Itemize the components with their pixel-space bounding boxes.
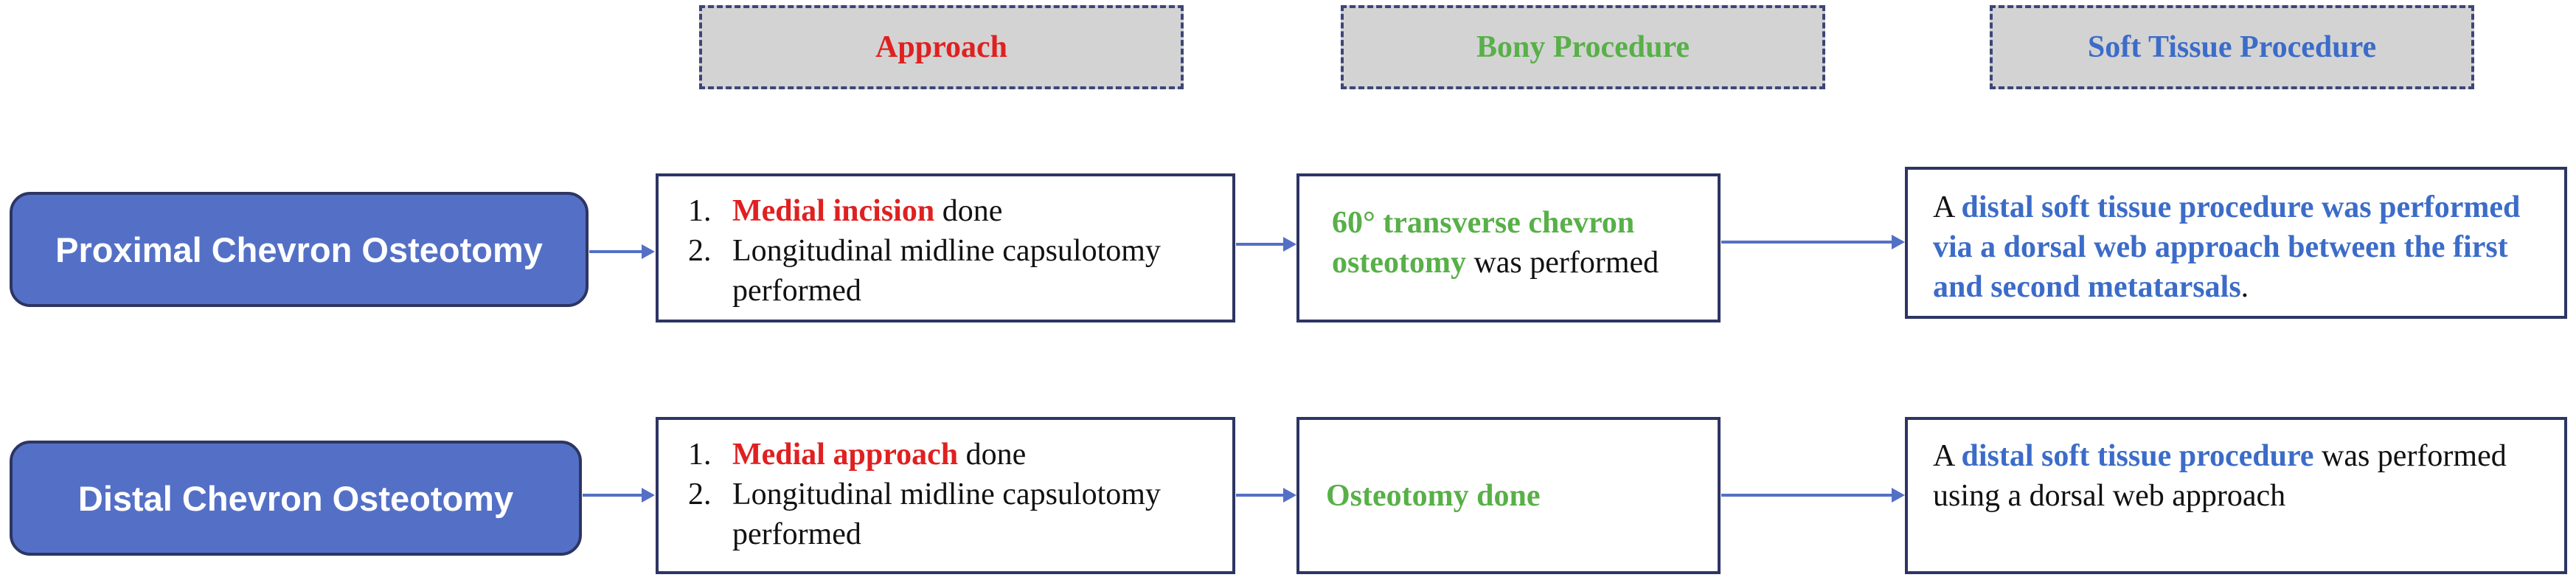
distal-soft-tissue-text: distal soft tissue procedure xyxy=(1961,439,2314,473)
distal-soft-tissue-text: distal soft tissue procedure was perform… xyxy=(1933,190,2521,304)
header-bony-label: Bony Procedure xyxy=(1476,30,1690,64)
header-approach-label: Approach xyxy=(875,30,1007,64)
soft-post-text: was performed using a dorsal web approac… xyxy=(1933,439,2507,513)
soft-pre-text: A xyxy=(1933,190,1962,224)
step-number: 1. xyxy=(688,438,712,472)
proximal-approach-box: 1. Medial incision done 2. Longitudinal … xyxy=(656,173,1235,322)
soft-pre-text: A xyxy=(1933,439,1962,473)
proximal-approach-steps: 1. Medial incision done 2. Longitudinal … xyxy=(688,191,1232,311)
distal-chevron-osteotomy-label: Distal Chevron Osteotomy xyxy=(77,478,514,518)
distal-soft-tissue-box: A distal soft tissue procedure was perfo… xyxy=(1905,417,2567,574)
medial-incision-text: Medial incision xyxy=(732,194,935,228)
distal-approach-step-1: 1. Medial approach done xyxy=(688,435,1232,475)
osteotomy-done-text: Osteotomy done xyxy=(1326,478,1541,513)
distal-approach-steps: 1. Medial approach done 2. Longitudinal … xyxy=(688,435,1232,554)
distal-bony-box: Osteotomy done xyxy=(1296,417,1721,574)
step-number: 2. xyxy=(688,477,712,511)
distal-approach-box: 1. Medial approach done 2. Longitudinal … xyxy=(656,417,1235,574)
proximal-chevron-osteotomy-node: Proximal Chevron Osteotomy xyxy=(10,192,589,307)
medial-approach-text: Medial approach xyxy=(732,438,959,472)
header-soft-tissue-label: Soft Tissue Procedure xyxy=(2087,30,2377,64)
distal-chevron-osteotomy-node: Distal Chevron Osteotomy xyxy=(10,441,582,556)
header-soft-tissue-procedure: Soft Tissue Procedure xyxy=(1990,5,2474,89)
proximal-approach-step-1: 1. Medial incision done xyxy=(688,191,1232,231)
proximal-bony-box: 60° transverse chevron osteotomy was per… xyxy=(1296,173,1721,322)
step-number: 2. xyxy=(688,234,712,268)
proximal-soft-tissue-box: A distal soft tissue procedure was perfo… xyxy=(1905,167,2567,319)
soft-post-text: . xyxy=(2240,270,2249,304)
distal-approach-step-2: 2. Longitudinal midline capsulotomy perf… xyxy=(688,475,1232,554)
header-approach: Approach xyxy=(699,5,1184,89)
proximal-approach-step-2: 2. Longitudinal midline capsulotomy perf… xyxy=(688,231,1232,311)
step-number: 1. xyxy=(688,194,712,228)
step-1-rest: done xyxy=(934,194,1003,228)
transverse-chevron-osteotomy-text: 60° transverse chevron osteotomy xyxy=(1332,206,1635,280)
capsulotomy-text: Longitudinal midline capsulotomy perform… xyxy=(732,477,1161,551)
bony-rest-text: was performed xyxy=(1465,246,1659,280)
proximal-chevron-osteotomy-label: Proximal Chevron Osteotomy xyxy=(55,230,543,269)
step-1-rest: done xyxy=(958,438,1027,472)
capsulotomy-text: Longitudinal midline capsulotomy perform… xyxy=(732,234,1161,308)
header-bony-procedure: Bony Procedure xyxy=(1341,5,1825,89)
